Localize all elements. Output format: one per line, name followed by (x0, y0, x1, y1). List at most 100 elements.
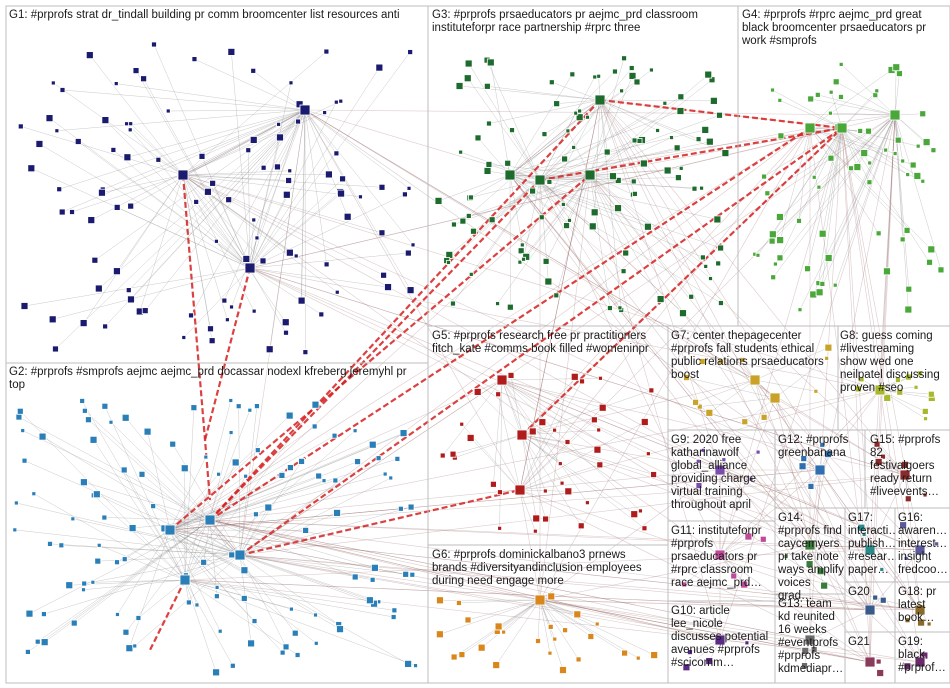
node (858, 376, 865, 383)
edge (886, 114, 896, 272)
node (688, 293, 695, 300)
node (674, 174, 682, 182)
node (916, 370, 923, 377)
node (127, 127, 133, 133)
edge (209, 519, 721, 641)
node (904, 305, 913, 314)
node (54, 128, 60, 134)
node (101, 514, 108, 521)
edge (182, 174, 361, 198)
node (904, 373, 912, 381)
node (253, 511, 259, 518)
group-box-g21 (844, 631, 896, 684)
node (700, 447, 706, 453)
edge (249, 67, 380, 269)
edge (458, 599, 541, 604)
edge (182, 174, 289, 181)
node (861, 532, 867, 537)
edge (539, 103, 665, 181)
edge (209, 519, 241, 556)
node (760, 413, 768, 421)
node (285, 411, 294, 420)
node (532, 514, 541, 523)
edge (83, 174, 184, 324)
node (913, 172, 922, 180)
node (649, 67, 654, 73)
node (394, 455, 401, 462)
edge (501, 379, 603, 408)
edge (124, 529, 171, 560)
edge (841, 127, 921, 551)
node (459, 217, 467, 225)
edge (510, 375, 523, 436)
node (70, 619, 78, 627)
node (913, 384, 919, 390)
hub-node (534, 594, 546, 606)
edge (519, 99, 601, 491)
node (922, 138, 931, 147)
edge (869, 474, 906, 551)
edge (169, 529, 379, 602)
edge (521, 434, 871, 551)
node (291, 629, 299, 637)
hub-node (864, 544, 876, 556)
node (814, 91, 821, 98)
edge (184, 407, 195, 581)
node (497, 489, 503, 496)
edge (879, 389, 926, 412)
node (547, 623, 554, 630)
edge (809, 127, 852, 169)
node (283, 329, 289, 336)
node (276, 121, 281, 127)
node (801, 662, 808, 669)
edge (779, 127, 811, 241)
node (407, 503, 415, 511)
node (816, 567, 825, 576)
node (563, 222, 570, 229)
edge (169, 508, 401, 531)
node (45, 114, 54, 123)
node (58, 542, 65, 549)
edge (194, 58, 306, 111)
node (384, 283, 392, 291)
edge-strong (203, 267, 252, 441)
edge (301, 109, 306, 301)
edge (809, 609, 871, 641)
edge (526, 174, 591, 257)
edge (168, 109, 306, 112)
edge (501, 379, 906, 476)
node (464, 616, 472, 624)
node (926, 258, 933, 266)
edge (249, 267, 811, 546)
edge (27, 519, 211, 653)
node (656, 295, 665, 303)
node (295, 100, 304, 109)
node (259, 257, 267, 265)
edge (72, 518, 241, 556)
node (677, 93, 685, 101)
edge (130, 129, 251, 269)
node (810, 646, 818, 653)
edge (442, 379, 503, 456)
edge-strong (539, 126, 843, 182)
edge (830, 92, 843, 129)
edge (539, 67, 632, 181)
edge (209, 519, 541, 601)
node (231, 458, 240, 467)
edge (127, 109, 306, 158)
node (180, 464, 189, 473)
node (229, 304, 234, 310)
edge (519, 376, 575, 491)
node (92, 490, 101, 499)
edge (116, 174, 184, 272)
node (181, 335, 187, 340)
node (538, 418, 547, 427)
edge (304, 109, 541, 181)
edge (56, 109, 306, 131)
edge (125, 417, 211, 521)
edge (169, 415, 290, 531)
edge (841, 127, 858, 168)
node (879, 596, 887, 604)
node (285, 177, 293, 184)
edge (774, 397, 906, 476)
